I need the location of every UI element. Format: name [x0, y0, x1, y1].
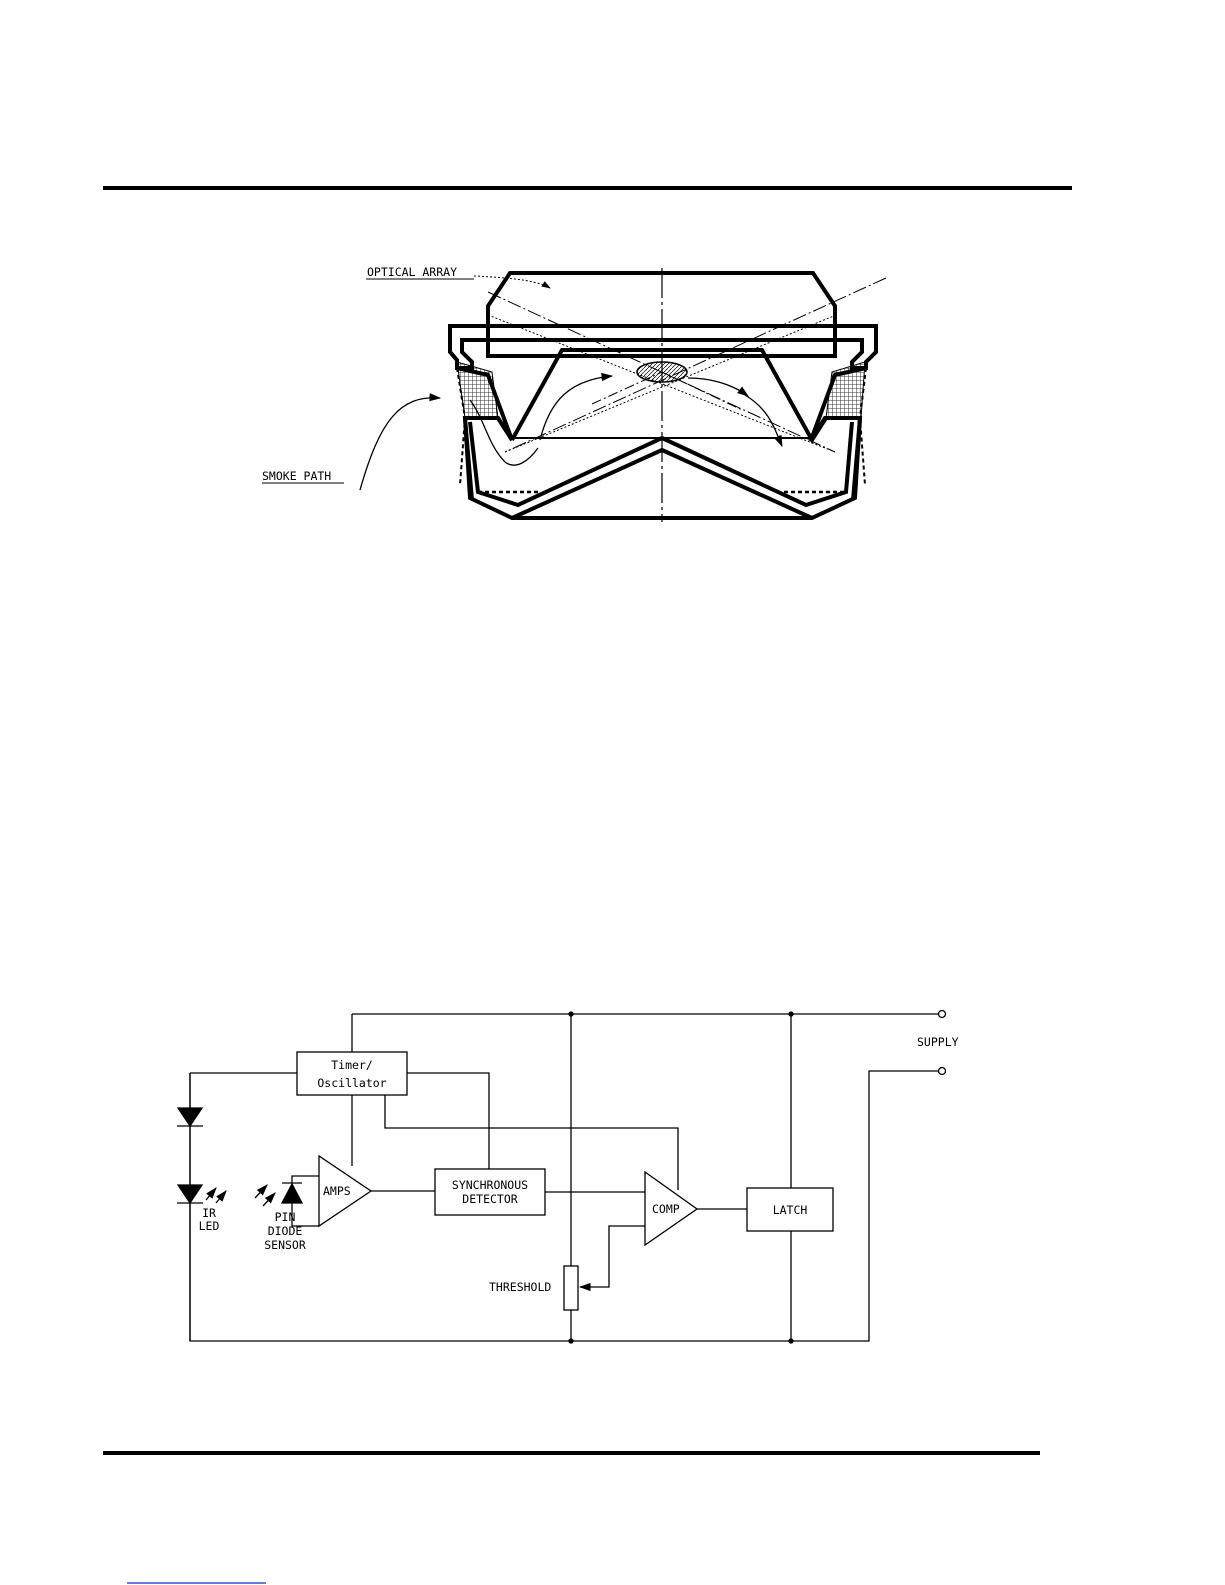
circuit-diagram [177, 1011, 946, 1344]
ir-led-diode-1 [178, 1108, 202, 1126]
latch-label: LATCH [773, 1203, 808, 1217]
pin-label-line3: SENSOR [264, 1238, 306, 1252]
optical-array-label: OPTICAL ARRAY [367, 265, 457, 279]
ir-led-label-line1: IR [202, 1206, 216, 1220]
sync-label-line1: SYNCHRONOUS [452, 1178, 528, 1192]
optical-beams [488, 278, 886, 452]
ir-led-diode-2 [178, 1185, 202, 1203]
threshold-potentiometer [564, 1266, 578, 1310]
supply-terminal-bottom [939, 1068, 946, 1075]
ir-led-label-line2: LED [199, 1219, 220, 1233]
detector-diagram [262, 268, 886, 522]
sync-label-line2: DETECTOR [462, 1192, 517, 1206]
scatter-volume [637, 362, 687, 382]
pin-diode-sensor [282, 1184, 302, 1203]
smoke-path-label: SMOKE PATH [262, 469, 331, 483]
supply-terminal-top [939, 1011, 946, 1018]
timer-label-line2: Oscillator [317, 1076, 386, 1090]
amps-label: AMPS [323, 1184, 351, 1198]
comp-label: COMP [652, 1202, 680, 1216]
smoke-path-arrow-right [688, 378, 748, 396]
supply-label: SUPPLY [917, 1035, 959, 1049]
threshold-label: THRESHOLD [489, 1280, 551, 1294]
smoke-path-arrow-entry [360, 398, 440, 490]
optical-array-pointer [474, 276, 550, 288]
pin-label-line1: PIN [275, 1210, 296, 1224]
pin-label-line2: DIODE [268, 1224, 303, 1238]
timer-label-line1: Timer/ [331, 1058, 373, 1072]
